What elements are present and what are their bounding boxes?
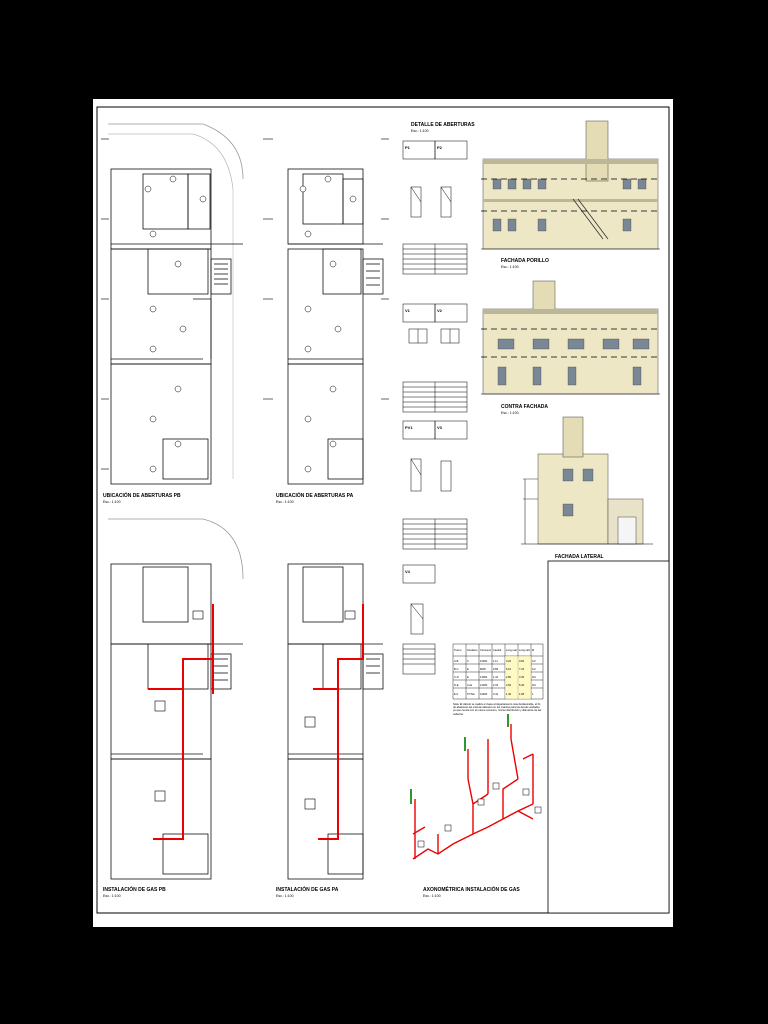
opening-detail-block-3 — [402, 420, 468, 550]
scale-gas-pb: Esc.: 1:100 — [103, 894, 121, 898]
svg-text:21000: 21000 — [480, 683, 488, 687]
gas-calc-highlight — [505, 656, 531, 699]
plan-aberturas-pa — [287, 168, 384, 485]
svg-text:3.20: 3.20 — [506, 659, 512, 663]
code-pv1: PV1 — [405, 425, 413, 430]
code-v3: V3 — [437, 425, 443, 430]
plan-gas-pa — [287, 563, 384, 880]
svg-text:C: C — [467, 659, 469, 663]
svg-text:3.84: 3.84 — [519, 659, 525, 663]
title-gas-pb: INSTALACIÓN DE GAS PB — [103, 885, 166, 893]
svg-text:10000: 10000 — [480, 659, 488, 663]
title-gas-pa: INSTALACIÓN DE GAS PA — [276, 885, 339, 893]
svg-text:1.44: 1.44 — [493, 675, 499, 679]
elevation-fachada-lateral — [521, 416, 653, 545]
plan-aberturas-pb — [108, 123, 244, 485]
svg-text:3.36: 3.36 — [519, 675, 525, 679]
elevation-contra-fachada — [481, 280, 660, 395]
opening-detail-block-2 — [402, 303, 468, 413]
svg-text:Ø: Ø — [532, 648, 534, 652]
svg-text:6.10: 6.10 — [506, 667, 512, 671]
svg-text:7.32: 7.32 — [519, 667, 525, 671]
sheet-frame — [96, 106, 670, 914]
svg-text:Artefacto: Artefacto — [467, 648, 478, 652]
scale-aberturas-pa: Esc.: 1:100 — [276, 500, 294, 504]
drawing-sheet: UBICACIÓN DE ABERTURAS PB Esc.: 1:100 UB… — [93, 99, 673, 927]
gas-appliances-pa — [304, 610, 356, 810]
svg-text:0.89: 0.89 — [493, 667, 499, 671]
opening-markers — [144, 175, 357, 473]
svg-text:8000: 8000 — [480, 667, 486, 671]
code-v4: V4 — [405, 569, 411, 574]
title-block — [547, 560, 670, 914]
svg-text:4.50: 4.50 — [506, 683, 512, 687]
code-p2: P2 — [437, 145, 443, 150]
svg-text:TOTAL: TOTAL — [467, 692, 476, 696]
svg-text:Caudal: Caudal — [493, 648, 502, 652]
svg-text:1: 1 — [532, 692, 534, 696]
svg-text:D-E: D-E — [454, 683, 459, 687]
svg-text:2.33: 2.33 — [493, 683, 499, 687]
svg-text:C-D: C-D — [454, 675, 459, 679]
svg-text:E: E — [467, 675, 469, 679]
scale-gas-pa: Esc.: 1:100 — [276, 894, 294, 898]
svg-text:1.11: 1.11 — [493, 659, 498, 663]
gas-calc-cells: Tramo Artefacto Consumo Caudal Long real… — [454, 648, 536, 696]
svg-text:31000: 31000 — [480, 692, 488, 696]
scale-fachada: Esc.: 1:100 — [501, 265, 519, 269]
title-fachada-lateral: FACHADA LATERAL — [555, 554, 604, 560]
title-contra-fachada: CONTRA FACHADA — [501, 404, 548, 410]
title-fachada: FACHADA PORILLO — [501, 258, 549, 264]
plan-gas-pb — [108, 518, 244, 880]
svg-text:Long real: Long real — [506, 648, 517, 652]
svg-text:1.40: 1.40 — [506, 692, 512, 696]
scale-axonometrica: Esc.: 1:100 — [423, 894, 441, 898]
svg-text:E: E — [467, 667, 469, 671]
svg-text:3/4: 3/4 — [532, 675, 536, 679]
svg-text:3.44: 3.44 — [493, 692, 499, 696]
scale-aberturas-pb: Esc.: 1:100 — [103, 500, 121, 504]
opening-detail-block-1 — [402, 140, 468, 275]
title-detalle-aberturas: DETALLE DE ABERTURAS — [411, 122, 475, 128]
svg-text:2.80: 2.80 — [506, 675, 512, 679]
elevation-fachada — [481, 120, 660, 250]
title-aberturas-pa: UBICACIÓN DE ABERTURAS PA — [276, 491, 354, 499]
svg-text:1.68: 1.68 — [519, 692, 525, 696]
opening-detail-block-4 — [402, 564, 436, 675]
code-v1: V1 — [405, 308, 411, 313]
title-axonometrica: AXONOMÉTRICA INSTALACIÓN DE GAS — [423, 885, 520, 893]
svg-text:A-B: A-B — [454, 659, 459, 663]
svg-text:1/2: 1/2 — [532, 667, 536, 671]
code-p1: P1 — [405, 145, 411, 150]
svg-text:Tramo: Tramo — [454, 648, 462, 652]
svg-text:Consumo: Consumo — [480, 648, 492, 652]
code-v2: V2 — [437, 308, 443, 313]
drawing-canvas: UBICACIÓN DE ABERTURAS PB Esc.: 1:100 UB… — [96, 106, 670, 914]
gas-appliances-pb — [154, 610, 204, 802]
svg-text:B-C: B-C — [454, 667, 459, 671]
svg-text:Long calc: Long calc — [519, 648, 531, 652]
svg-text:3/4: 3/4 — [532, 683, 536, 687]
svg-text:1/2: 1/2 — [532, 659, 536, 663]
svg-text:C+E: C+E — [467, 683, 472, 687]
title-aberturas-pb: UBICACIÓN DE ABERTURAS PB — [103, 491, 181, 499]
svg-text:5.40: 5.40 — [519, 683, 525, 687]
axis-markers-top — [101, 138, 389, 470]
axonometric-gas-diagram — [410, 714, 534, 860]
gas-pipes-pb — [148, 604, 214, 840]
gas-pipes-pa — [313, 604, 364, 840]
scale-detalle: Esc.: 1:100 — [411, 129, 429, 133]
scale-contra-fachada: Esc.: 1:100 — [501, 411, 519, 415]
svg-text:13000: 13000 — [480, 675, 488, 679]
svg-text:E-F: E-F — [454, 692, 459, 696]
gas-calc-note: Nota: El cálculo se realiza en base al d… — [453, 703, 542, 716]
axonometric-appliances — [417, 782, 542, 848]
